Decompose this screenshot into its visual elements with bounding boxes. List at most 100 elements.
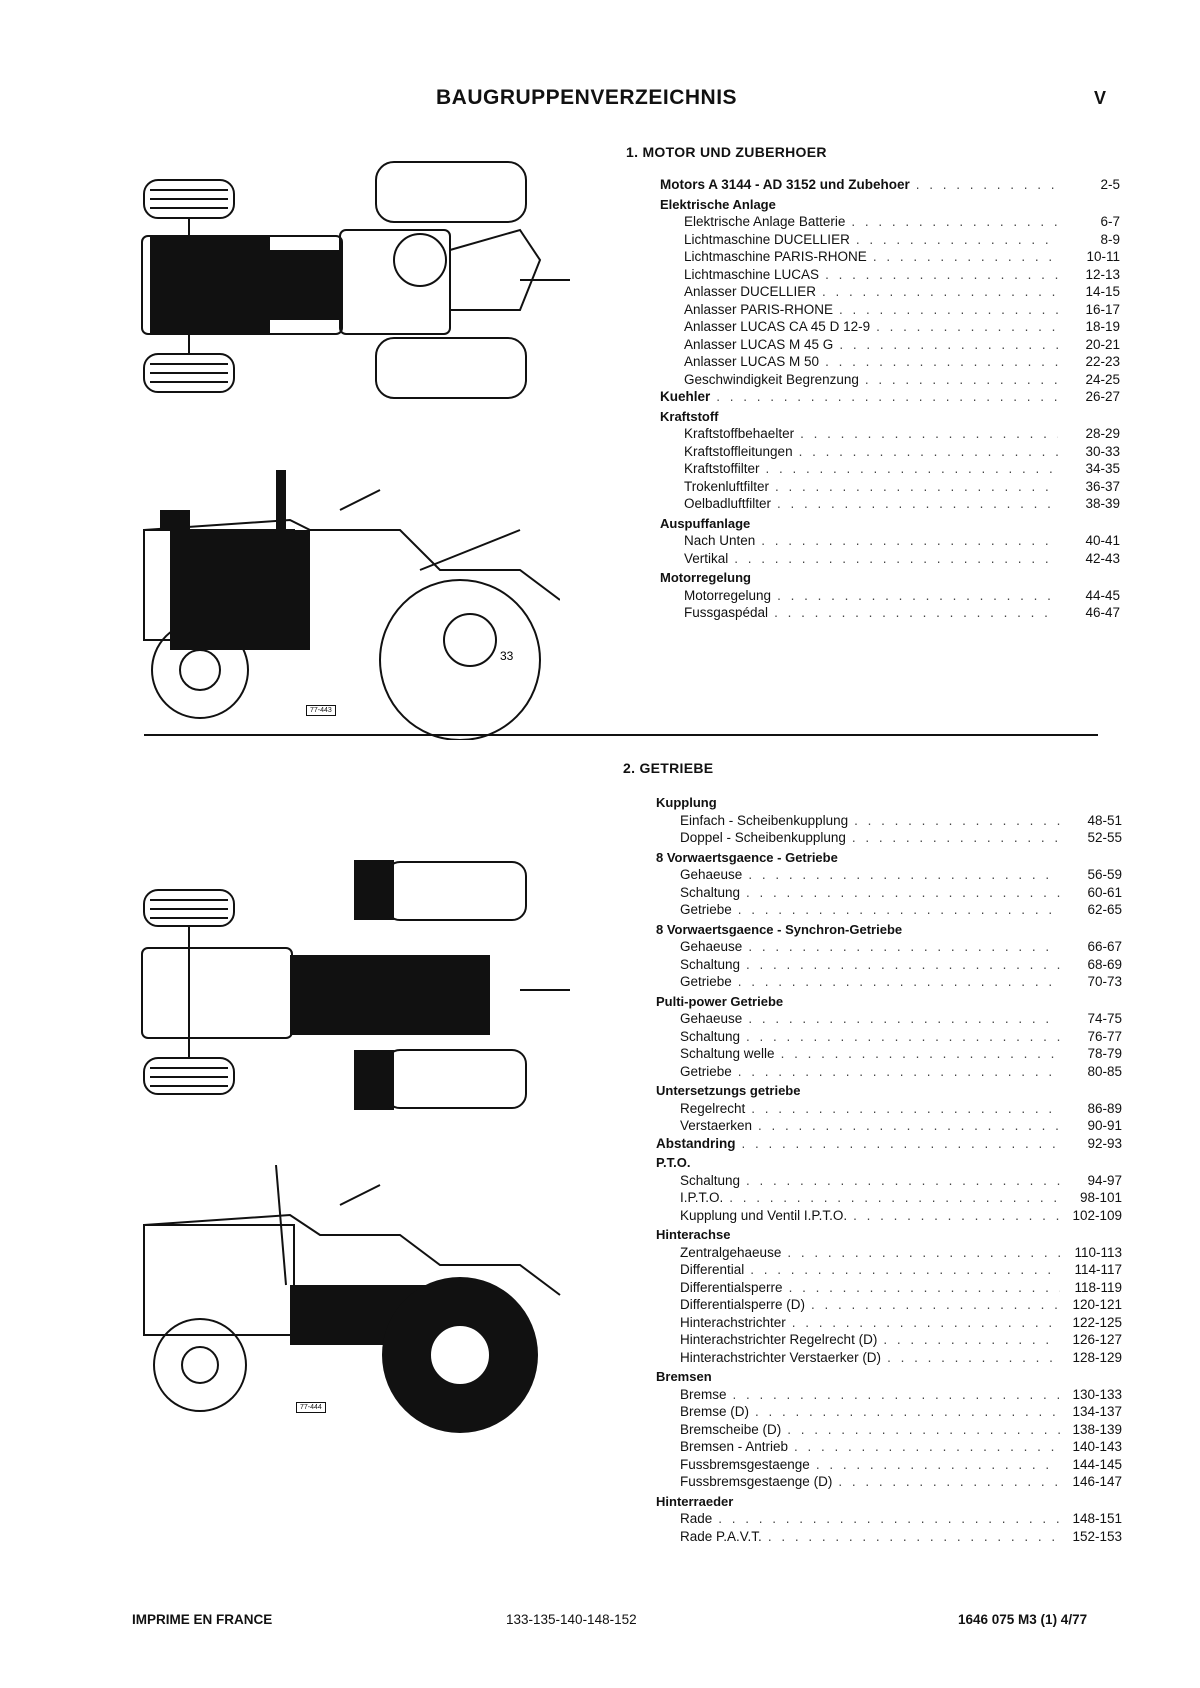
toc-entry-pages: 152-153 xyxy=(1072,1528,1122,1544)
toc-entry-label: Gehaeuse xyxy=(680,1011,743,1026)
toc-entry: Fussbremsgestaenge (D)146-147 xyxy=(656,1473,1122,1491)
toc-entry: Oelbadluftfilter38-39 xyxy=(660,495,1120,513)
toc-leader-dots xyxy=(838,1473,1060,1491)
section-1-toc: Motors A 3144 - AD 3152 und Zubehoer2-5E… xyxy=(660,176,1120,622)
toc-leader-dots xyxy=(787,1244,1060,1262)
toc-entry: Schaltung76-77 xyxy=(656,1028,1122,1046)
toc-entry-label: Vertikal xyxy=(684,550,729,566)
toc-entry-pages: 114-117 xyxy=(1074,1262,1122,1277)
toc-entry-label: Kuehler xyxy=(660,389,711,404)
toc-entry: Hinterachstrichter Verstaerker (D)128-12… xyxy=(656,1349,1122,1367)
toc-entry: Zentralgehaeuse110-113 xyxy=(656,1244,1122,1262)
toc-entry-label: Anlasser LUCAS M 50 xyxy=(684,354,820,369)
toc-leader-dots xyxy=(883,1331,1060,1349)
toc-leader-dots xyxy=(746,1028,1060,1046)
toc-leader-dots xyxy=(758,1117,1060,1135)
toc-entry: Verstaerken90-91 xyxy=(656,1117,1122,1135)
footer-imprint: IMPRIME EN FRANCE xyxy=(132,1612,273,1627)
toc-entry-pages: 2-5 xyxy=(1100,177,1120,192)
toc-leader-dots xyxy=(716,388,1058,406)
toc-entry: I.P.T.O. 98-101 xyxy=(656,1189,1122,1207)
toc-entry-label: Bremscheibe (D) xyxy=(680,1421,782,1437)
toc-entry-label: Lichtmaschine LUCAS xyxy=(684,266,820,282)
toc-entry: Fussbremsgestaenge144-145 xyxy=(656,1456,1122,1474)
toc-entry-label: Kupplung und Ventil I.P.T.O. xyxy=(680,1207,848,1223)
toc-entry-pages: 70-73 xyxy=(1087,974,1122,989)
toc-leader-dots xyxy=(748,938,1060,956)
toc-entry-label: Schaltung xyxy=(680,884,741,900)
toc-group-heading: Auspuffanlage xyxy=(660,515,751,531)
toc-entry-pages: 134-137 xyxy=(1072,1404,1122,1419)
toc-entry-pages: 12-13 xyxy=(1085,266,1120,282)
toc-entry-label: Hinterachstrichter Regelrecht (D) xyxy=(680,1332,878,1347)
toc-entry-pages: 86-89 xyxy=(1087,1100,1122,1116)
toc-entry: Differentialsperre (D)120-121 xyxy=(656,1296,1122,1314)
toc-entry-pages: 56-59 xyxy=(1087,867,1122,882)
toc-entry: Hinterachstrichter122-125 xyxy=(656,1314,1122,1332)
toc-entry-label: Einfach - Scheibenkupplung xyxy=(680,812,849,828)
toc-entry-pages: 126-127 xyxy=(1072,1332,1122,1347)
toc-entry: Schaltung 94-97 xyxy=(656,1172,1122,1190)
toc-group-heading: Elektrische Anlage xyxy=(660,196,776,212)
toc-entry: Fussgaspédal46-47 xyxy=(660,604,1120,622)
toc-entry-pages: 102-109 xyxy=(1072,1207,1122,1223)
toc-entry-label: Gehaeuse xyxy=(680,867,743,882)
toc-leader-dots xyxy=(787,1421,1060,1439)
toc-entry-pages: 76-77 xyxy=(1087,1028,1122,1044)
toc-leader-dots xyxy=(839,301,1058,319)
toc-entry: Getriebe80-85 xyxy=(656,1063,1122,1081)
toc-entry-label: Schaltung xyxy=(680,1172,741,1188)
toc-entry-pages: 10-11 xyxy=(1086,249,1120,264)
toc-entry-pages: 28-29 xyxy=(1085,426,1120,441)
toc-entry-pages: 78-79 xyxy=(1087,1046,1122,1061)
toc-entry-label: Schaltung xyxy=(680,956,741,972)
toc-leader-dots xyxy=(800,425,1058,443)
toc-leader-dots xyxy=(792,1314,1060,1332)
toc-leader-dots xyxy=(865,371,1058,389)
toc-entry: Kraftstoffleitungen30-33 xyxy=(660,443,1120,461)
toc-entry: Schaltung60-61 xyxy=(656,884,1122,902)
toc-leader-dots xyxy=(774,604,1058,622)
toc-entry-pages: 30-33 xyxy=(1085,443,1120,459)
toc-entry-label: Gehaeuse xyxy=(680,939,743,954)
toc-group-heading: Pulti-power Getriebe xyxy=(656,993,784,1009)
toc-entry-label: Regelrecht xyxy=(680,1100,746,1116)
toc-entry-pages: 130-133 xyxy=(1072,1386,1122,1402)
toc-entry-label: Anlasser LUCAS CA 45 D 12-9 xyxy=(684,319,871,334)
toc-leader-dots xyxy=(887,1349,1060,1367)
toc-group-entry: Kuehler26-27 xyxy=(660,388,1120,406)
toc-entry-pages: 92-93 xyxy=(1087,1135,1122,1151)
toc-entry-pages: 40-41 xyxy=(1085,533,1120,548)
page-title: BAUGRUPPENVERZEICHNIS xyxy=(436,86,738,109)
toc-entry: Vertikal42-43 xyxy=(660,550,1120,568)
toc-leader-dots xyxy=(916,176,1058,194)
toc-entry-pages: 90-91 xyxy=(1087,1118,1122,1133)
toc-leader-dots xyxy=(738,1063,1060,1081)
toc-leader-dots xyxy=(742,1135,1061,1153)
toc-leader-dots xyxy=(746,1172,1060,1190)
toc-entry-label: Anlasser DUCELLIER xyxy=(684,284,817,299)
toc-entry-pages: 98-101 xyxy=(1079,1190,1122,1205)
toc-entry-pages: 68-69 xyxy=(1087,956,1122,972)
toc-entry-label: Lichtmaschine DUCELLIER xyxy=(684,231,850,247)
toc-leader-dots xyxy=(755,1403,1060,1421)
toc-leader-dots xyxy=(856,231,1058,249)
page-number: V xyxy=(1094,88,1107,108)
toc-entry: Differentialsperre118-119 xyxy=(656,1279,1122,1297)
toc-group-heading: Motorregelung xyxy=(660,570,751,585)
toc-leader-dots xyxy=(750,1261,1060,1279)
toc-leader-dots xyxy=(854,812,1060,830)
toc-entry: Gehaeuse66-67 xyxy=(656,938,1122,956)
toc-entry: Anlasser LUCAS M 45 G20-21 xyxy=(660,336,1120,354)
toc-leader-dots xyxy=(729,1189,1060,1207)
toc-entry-pages: 94-97 xyxy=(1087,1172,1122,1188)
toc-entry: Lichtmaschine LUCAS 12-13 xyxy=(660,266,1120,284)
toc-leader-dots xyxy=(734,550,1058,568)
figure-label-2: 77-444 xyxy=(296,1402,326,1413)
toc-entry-pages: 128-129 xyxy=(1072,1349,1122,1365)
toc-entry: Bremse (D)134-137 xyxy=(656,1403,1122,1421)
toc-entry: Elektrische Anlage Batterie6-7 xyxy=(660,213,1120,231)
toc-entry-label: I.P.T.O. xyxy=(680,1190,724,1205)
figure-label-1: 77-443 xyxy=(306,705,336,716)
toc-entry-pages: 140-143 xyxy=(1072,1439,1122,1454)
